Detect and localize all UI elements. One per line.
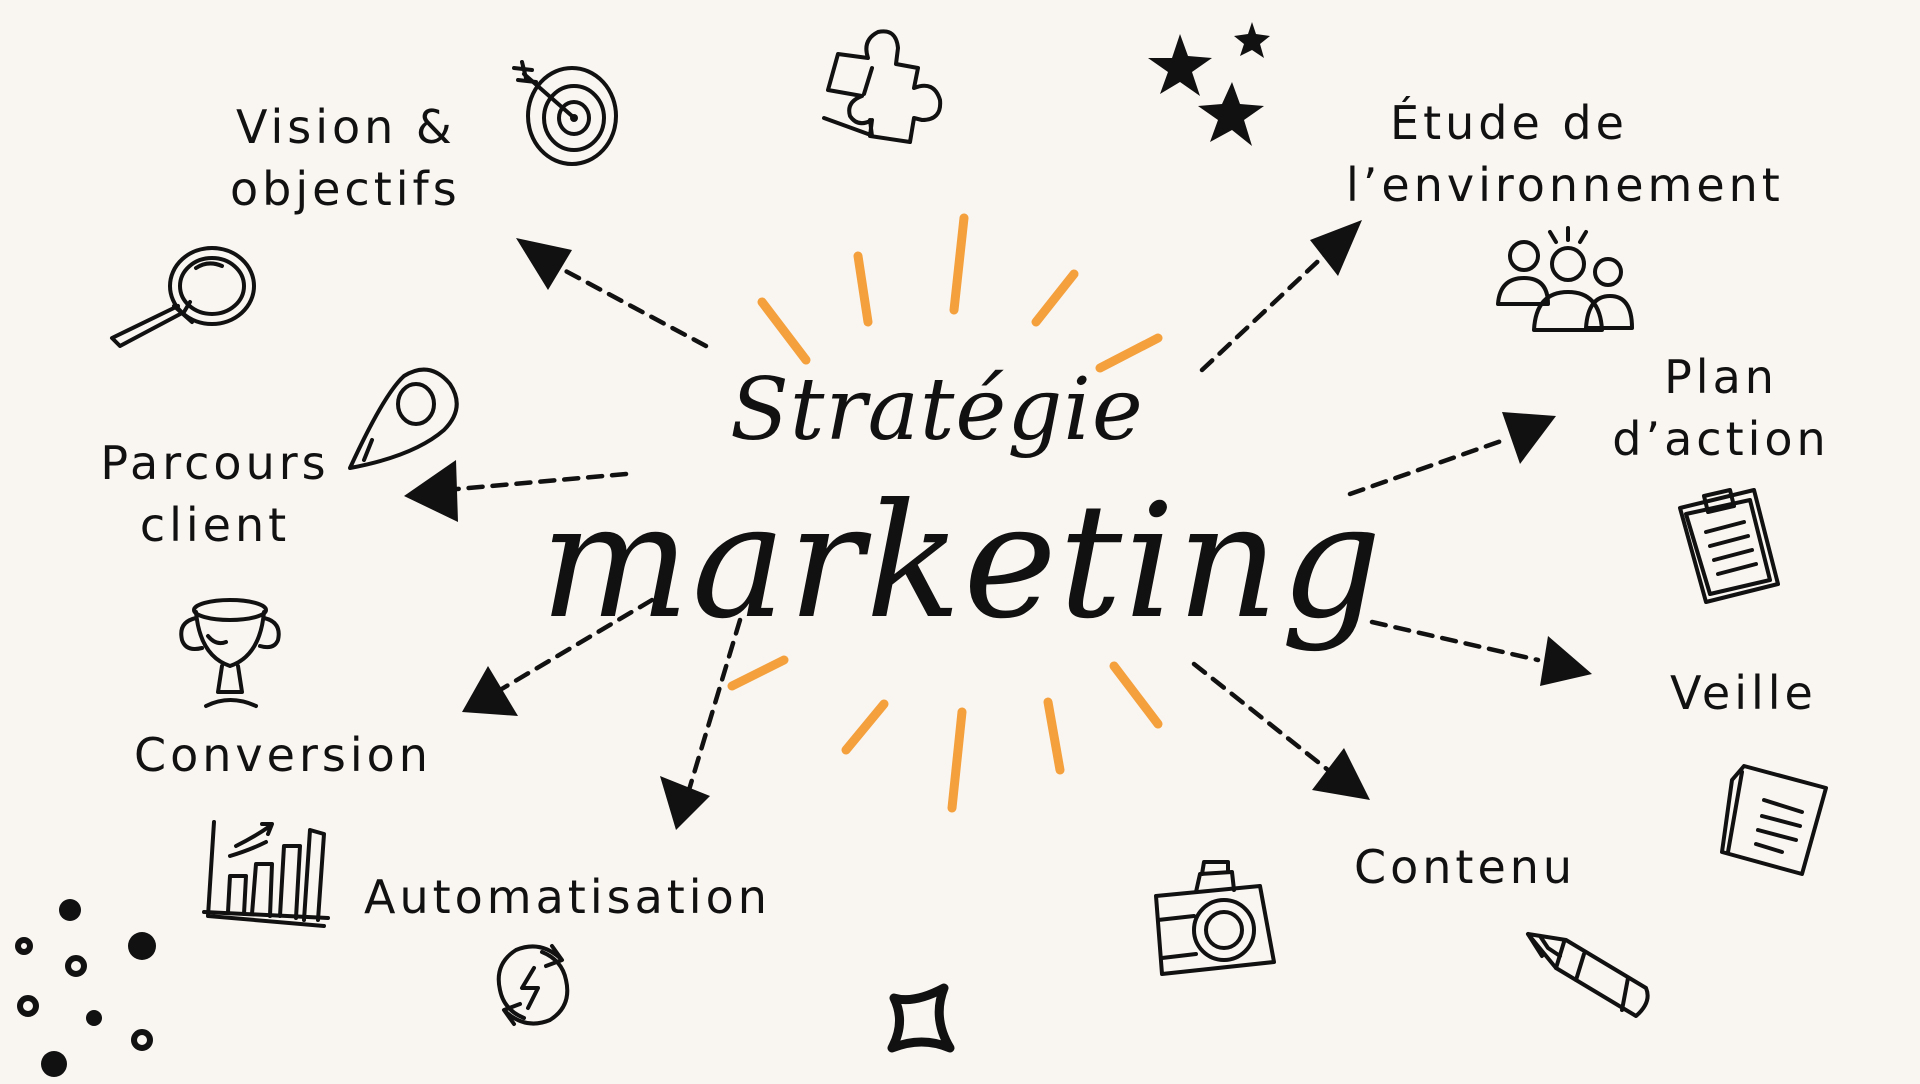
burst-ray bbox=[947, 707, 967, 813]
people-icon bbox=[1490, 226, 1636, 340]
arrow-automatisation bbox=[683, 617, 743, 803]
branch-etude-line-1: Étude de bbox=[1390, 96, 1628, 150]
location-pin-icon bbox=[344, 364, 464, 474]
arrow-etude bbox=[1199, 247, 1333, 373]
burst-ray bbox=[1095, 333, 1163, 373]
branch-plan-line-2: d’action bbox=[1612, 412, 1830, 466]
target-icon bbox=[510, 60, 630, 170]
arrow-plan bbox=[1347, 437, 1507, 497]
arrowhead bbox=[1312, 748, 1370, 800]
stars-icon bbox=[1144, 18, 1274, 158]
pencil-icon bbox=[1526, 930, 1652, 1022]
branch-etude-line-2: l’environnement bbox=[1346, 158, 1784, 212]
burst-ray bbox=[727, 655, 789, 691]
arrowhead bbox=[660, 776, 710, 830]
burst-ray bbox=[1043, 697, 1065, 775]
branch-vision: Vision & objectifs bbox=[230, 96, 461, 220]
arrowhead bbox=[1540, 636, 1592, 686]
trophy-icon bbox=[176, 596, 286, 712]
branch-parcours-line-1: Parcours bbox=[100, 436, 330, 490]
sparkle-icon bbox=[884, 982, 958, 1054]
camera-icon bbox=[1148, 860, 1278, 980]
burst-ray bbox=[841, 699, 889, 755]
branch-etude: Étude de l’environnement bbox=[1346, 92, 1784, 216]
branch-veille: Veille bbox=[1670, 666, 1817, 720]
burst-ray bbox=[853, 251, 873, 327]
arrowhead bbox=[1310, 220, 1362, 276]
arrow-veille bbox=[1369, 619, 1541, 663]
branch-parcours: Parcours client bbox=[100, 432, 330, 556]
arrow-vision bbox=[557, 265, 709, 349]
burst-ray bbox=[1031, 269, 1079, 327]
arrowhead bbox=[404, 460, 458, 522]
title-line-1: Stratégie bbox=[730, 360, 1144, 460]
arrow-contenu bbox=[1191, 661, 1331, 773]
branch-plan: Plan d’action bbox=[1606, 346, 1836, 470]
clipboard-icon bbox=[1672, 480, 1784, 606]
dots-icon bbox=[6, 896, 166, 1080]
burst-ray bbox=[757, 297, 811, 365]
refresh-icon bbox=[490, 938, 576, 1032]
burst-ray bbox=[949, 213, 969, 315]
burst-ray bbox=[1109, 661, 1163, 729]
arrow-conversion bbox=[497, 597, 655, 693]
arrowhead bbox=[516, 238, 572, 290]
branch-vision-line-1: Vision & bbox=[236, 100, 456, 154]
arrowhead bbox=[462, 666, 518, 716]
branch-vision-line-2: objectifs bbox=[230, 162, 461, 216]
title-line-2: marketing bbox=[540, 470, 1384, 654]
branch-conversion: Conversion bbox=[134, 728, 432, 782]
arrowhead bbox=[1502, 412, 1556, 464]
branch-parcours-line-2: client bbox=[139, 498, 291, 552]
magnifier-icon bbox=[104, 240, 264, 360]
documents-icon bbox=[1718, 760, 1830, 880]
branch-automatisation: Automatisation bbox=[364, 870, 771, 924]
branch-contenu: Contenu bbox=[1354, 840, 1577, 894]
puzzle-icon bbox=[818, 24, 958, 158]
branch-plan-line-1: Plan bbox=[1664, 350, 1778, 404]
arrow-parcours bbox=[443, 471, 629, 493]
chart-icon bbox=[200, 816, 332, 930]
